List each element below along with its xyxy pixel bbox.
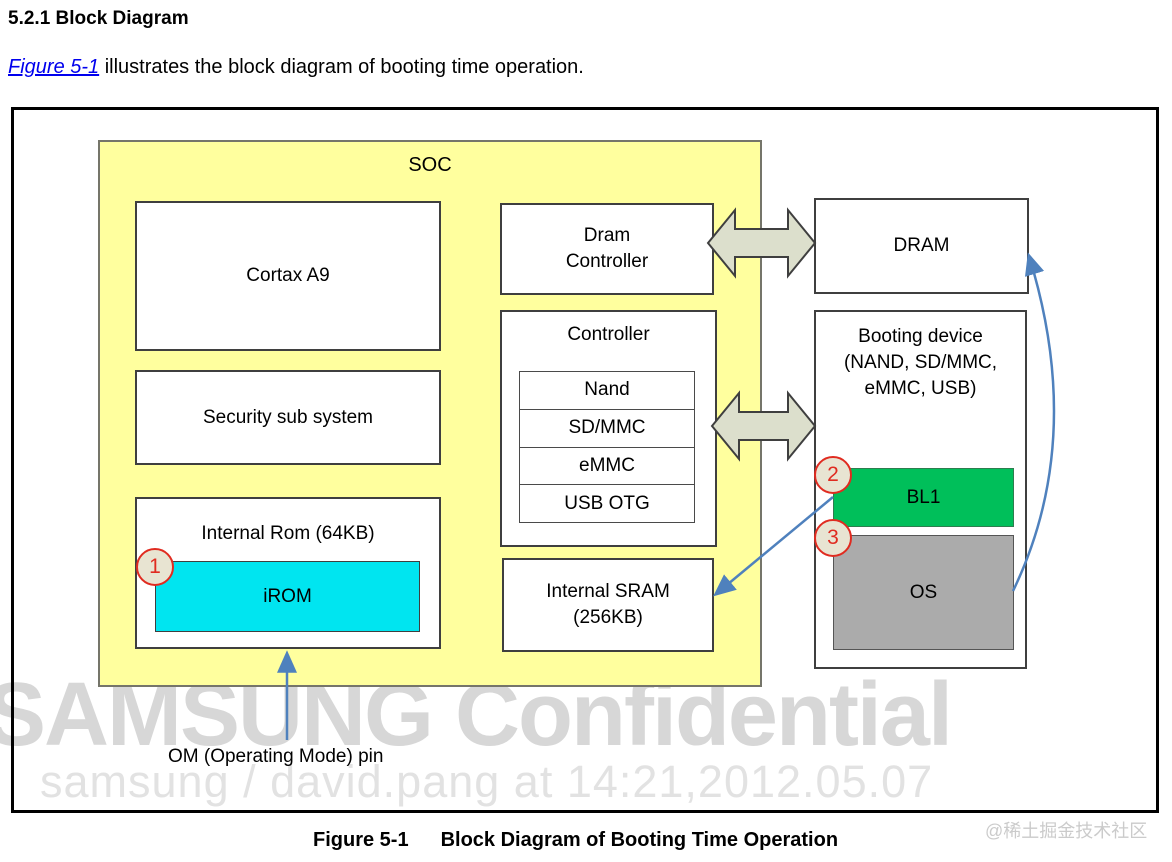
om-pin-label: OM (Operating Mode) pin [168,746,384,767]
step-badge-1: 1 [136,548,174,586]
booting-device-label-line: Booting device [858,326,983,347]
block-os: OS [833,535,1014,650]
list-item-usb-otg: USB OTG [520,484,694,522]
step-badge-2: 2 [814,456,852,494]
figure-link[interactable]: Figure 5-1 [8,56,100,78]
internal-sram-label-line: Internal SRAM [546,581,670,602]
figure-caption-number: Figure 5-1 [313,829,409,851]
block-irom: iROM [155,561,420,632]
block-dram: DRAM [814,198,1029,294]
user-timestamp-watermark: samsung / david.pang at 14:21,2012.05.07 [40,756,934,807]
controller-label: Controller [567,324,650,345]
booting-device-label-line: (NAND, SD/MMC, [843,352,998,373]
step-badge-3: 3 [814,519,852,557]
figure-frame: SOC Cortax A9 Security sub system Intern… [11,107,1159,813]
section-heading: 5.2.1 Block Diagram [8,8,189,29]
bl1-label: BL1 [906,486,941,508]
dram-label: DRAM [893,235,950,256]
block-bl1: BL1 [833,468,1014,527]
community-watermark: @稀土掘金技术社区 [985,821,1148,841]
intro-text: illustrates the block diagram of booting… [99,56,584,78]
controller-interface-list: Nand SD/MMC eMMC USB OTG [519,371,695,523]
list-item-emmc: eMMC [520,446,694,485]
block-cortax-a9: Cortax A9 [135,201,441,351]
internal-rom-label: Internal Rom (64KB) [201,523,375,544]
list-item-sdmmc: SD/MMC [520,408,694,447]
list-item-nand: Nand [584,379,630,401]
dram-controller-label-line: Dram [583,225,631,246]
block-security-sub-system: Security sub system [135,370,441,465]
cortax-label: Cortax A9 [246,265,330,286]
booting-device-label-line: eMMC, USB) [864,378,977,399]
dram-controller-label-line: Controller [565,251,649,272]
security-label: Security sub system [203,406,373,428]
soc-label: SOC [408,154,452,176]
os-label: OS [909,581,938,603]
booting-device-label: Booting device (NAND, SD/MMC, eMMC, USB) [816,324,1025,402]
block-internal-sram: Internal SRAM (256KB) [502,558,714,652]
irom-label: iROM [263,585,312,607]
intro-paragraph: Figure 5-1 illustrates the block diagram… [8,56,584,79]
figure-caption-title: Block Diagram of Booting Time Operation [440,829,839,851]
block-dram-controller: Dram Controller [500,203,714,295]
internal-sram-label-line: (256KB) [573,607,643,628]
figure-caption: Figure 5-1 Block Diagram of Booting Time… [313,829,838,852]
